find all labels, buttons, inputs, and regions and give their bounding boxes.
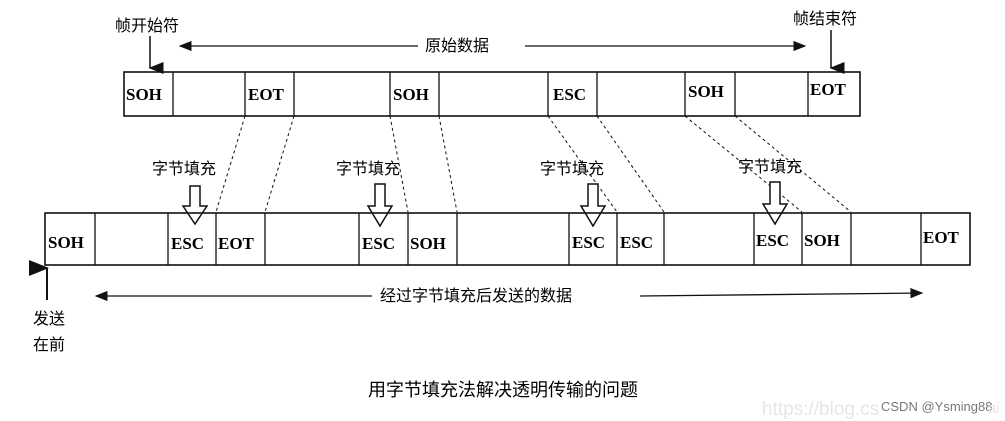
mapping-line: [547, 115, 618, 213]
stuffed-frame-border: [44, 212, 971, 266]
bottom-cell-7-text: SOH: [410, 234, 446, 253]
watermark-faint: https://blog.cs: [762, 399, 879, 420]
stuffing-label-2: 字节填充: [336, 159, 400, 178]
stuffing-arrows: [181, 181, 789, 228]
original-frame-border: [123, 71, 861, 117]
bottom-cell-1-text: SOH: [48, 233, 84, 252]
figure-caption: 用字节填充法解决透明传输的问题: [368, 380, 638, 401]
original-frame: SOH EOT SOH ESC SOH EOT: [123, 71, 861, 117]
mapping-line: [264, 115, 295, 213]
stuffed-frame: SOH ESC EOT ESC SOH ESC ESC ESC SOH EOT: [44, 212, 971, 266]
mapping-line: [215, 115, 246, 213]
hollow-arrow-icon: [366, 183, 394, 228]
cell-5-text: SOH: [393, 85, 429, 104]
bottom-cell-4-text: EOT: [218, 234, 255, 253]
send-first-label-1: 发送: [33, 309, 65, 328]
stuffing-label-3: 字节填充: [540, 159, 604, 178]
original-data-label: 原始数据: [425, 36, 489, 55]
bottom-cell-3-text: ESC: [171, 234, 204, 253]
cell-11-text: EOT: [810, 80, 847, 99]
hollow-arrow-icon: [579, 183, 607, 228]
bottom-cell-9-text: ESC: [572, 233, 605, 252]
cell-9-text: SOH: [688, 82, 724, 101]
send-first-label-2: 在前: [33, 335, 65, 354]
stuffed-data-arrow-right: [639, 287, 924, 299]
watermark-text: CSDN @Ysming88: [881, 399, 992, 414]
cell-3-text: EOT: [248, 85, 285, 104]
cell-1: SOH: [126, 72, 174, 116]
mapping-line: [389, 115, 409, 213]
hollow-arrow-icon: [761, 181, 789, 226]
mapping-line: [596, 115, 665, 213]
mapping-line: [734, 115, 852, 213]
cell-7-text: ESC: [553, 85, 586, 104]
bottom-cell-13-text: SOH: [804, 231, 840, 250]
mapping-line: [684, 115, 803, 213]
stuffing-label-1: 字节填充: [152, 159, 216, 178]
bottom-cell-12-text: ESC: [756, 231, 789, 250]
bottom-cell-6-text: ESC: [362, 234, 395, 253]
watermark-tail: ai: [988, 400, 1000, 417]
mapping-line: [438, 115, 458, 213]
stuffed-data-label: 经过字节填充后发送的数据: [380, 286, 572, 305]
frame-end-label: 帧结束符: [793, 9, 857, 28]
cell-1-text: SOH: [126, 85, 162, 104]
stuffing-label-4: 字节填充: [738, 157, 802, 176]
bottom-cell-10-text: ESC: [620, 233, 653, 252]
mapping-lines: [215, 115, 852, 213]
frame-start-label: 帧开始符: [115, 16, 179, 35]
bottom-cell-15-text: EOT: [923, 228, 960, 247]
hollow-arrow-icon: [181, 185, 209, 226]
